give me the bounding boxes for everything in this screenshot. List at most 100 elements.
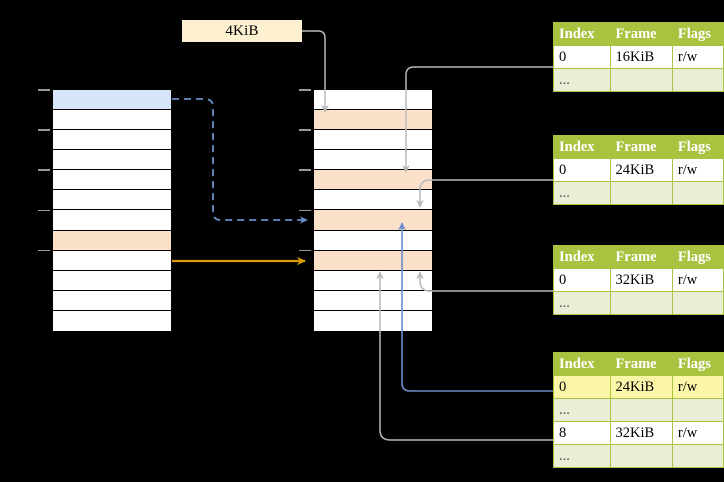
cell-flags bbox=[671, 291, 724, 315]
cell-frame bbox=[609, 181, 673, 205]
physical-frame-cell-3 bbox=[314, 150, 432, 171]
physical-frame-cell-4 bbox=[314, 170, 432, 191]
cell-flags: r/w bbox=[671, 375, 724, 399]
virtual-page-cell-10 bbox=[53, 290, 171, 311]
cell-index: 0 bbox=[553, 158, 611, 182]
physical-frame-tick-0 bbox=[299, 89, 311, 91]
cell-flags bbox=[671, 398, 724, 422]
physical-frame-cell-6 bbox=[314, 210, 432, 231]
virtual-page-tick-8 bbox=[38, 249, 50, 252]
cell-frame: 16KiB bbox=[609, 45, 673, 69]
cell-flags: r/w bbox=[671, 158, 724, 182]
virtual-page-cell-11 bbox=[53, 310, 171, 331]
cell-index: ... bbox=[553, 291, 611, 315]
cell-index: ... bbox=[553, 398, 611, 422]
table-row[interactable]: ... bbox=[553, 181, 724, 205]
physical-frame-cell-7 bbox=[314, 230, 432, 251]
cell-frame bbox=[609, 398, 673, 422]
link-table3-to-memory bbox=[416, 271, 553, 292]
column-header-frame: Frame bbox=[609, 135, 673, 159]
table-row[interactable]: ... bbox=[553, 291, 724, 315]
column-header-index: Index bbox=[553, 352, 611, 376]
column-header-frame: Frame bbox=[609, 352, 673, 376]
virtual-page-cell-5 bbox=[53, 190, 171, 211]
cell-index: ... bbox=[553, 181, 611, 205]
column-header-flags: Flags bbox=[671, 245, 724, 269]
column-header-index: Index bbox=[553, 245, 611, 269]
cell-flags bbox=[671, 444, 724, 468]
virtual-page-cell-7 bbox=[53, 230, 171, 251]
cell-index: 0 bbox=[553, 375, 611, 399]
physical-frame-tick-8 bbox=[299, 249, 311, 252]
physical-frame-cell-1 bbox=[314, 110, 432, 131]
column-header-flags: Flags bbox=[671, 22, 724, 46]
virtual-page-cell-4 bbox=[53, 170, 171, 191]
virtual-address-space-column bbox=[52, 89, 172, 331]
physical-frame-cell-10 bbox=[314, 290, 432, 311]
virtual-page-cell-0 bbox=[53, 90, 171, 111]
physical-frame-cell-0 bbox=[314, 90, 432, 111]
virtual-page-cell-1 bbox=[53, 110, 171, 131]
virtual-page-cell-6 bbox=[53, 210, 171, 231]
virtual-page-tick-0 bbox=[38, 89, 50, 91]
column-header-index: Index bbox=[553, 22, 611, 46]
physical-memory-column bbox=[313, 89, 433, 331]
virtual-page-tick-6 bbox=[38, 209, 50, 211]
physical-frame-tick-4 bbox=[299, 169, 311, 171]
cell-frame: 24KiB bbox=[609, 158, 673, 182]
table-row[interactable]: ... bbox=[553, 68, 724, 92]
physical-frame-cell-11 bbox=[314, 310, 432, 331]
cell-index: 8 bbox=[553, 421, 611, 445]
column-header-flags: Flags bbox=[671, 352, 724, 376]
virtual-page-cell-3 bbox=[53, 150, 171, 171]
physical-frame-cell-8 bbox=[314, 250, 432, 271]
cell-flags: r/w bbox=[671, 421, 724, 445]
cell-frame: 32KiB bbox=[609, 421, 673, 445]
cell-flags bbox=[671, 181, 724, 205]
physical-frame-cell-9 bbox=[314, 270, 432, 291]
cell-frame: 24KiB bbox=[609, 375, 673, 399]
column-header-frame: Frame bbox=[609, 22, 673, 46]
table-row[interactable]: ... bbox=[553, 444, 724, 468]
cell-flags: r/w bbox=[671, 45, 724, 69]
column-header-frame: Frame bbox=[609, 245, 673, 269]
table-row[interactable]: ... bbox=[553, 398, 724, 422]
cell-index: 0 bbox=[553, 268, 611, 292]
virtual-page-cell-9 bbox=[53, 270, 171, 291]
cell-flags bbox=[671, 68, 724, 92]
physical-frame-tick-2 bbox=[299, 129, 311, 131]
virtual-page-cell-8 bbox=[53, 250, 171, 271]
physical-frame-cell-5 bbox=[314, 190, 432, 211]
column-header-flags: Flags bbox=[671, 135, 724, 159]
column-header-index: Index bbox=[553, 135, 611, 159]
cell-index: ... bbox=[553, 68, 611, 92]
virtual-page-tick-2 bbox=[38, 129, 50, 131]
link-table2-to-memory bbox=[416, 179, 553, 208]
physical-frame-tick-6 bbox=[299, 209, 311, 211]
cell-frame bbox=[609, 68, 673, 92]
cell-index: 0 bbox=[553, 45, 611, 69]
page-size-label: 4KiB bbox=[182, 20, 302, 42]
cell-flags: r/w bbox=[671, 268, 724, 292]
cell-index: ... bbox=[553, 444, 611, 468]
virtual-page-tick-4 bbox=[38, 169, 50, 171]
physical-frame-cell-2 bbox=[314, 130, 432, 151]
cell-frame bbox=[609, 444, 673, 468]
virtual-page-cell-2 bbox=[53, 130, 171, 151]
cell-frame: 32KiB bbox=[609, 268, 673, 292]
cell-frame bbox=[609, 291, 673, 315]
